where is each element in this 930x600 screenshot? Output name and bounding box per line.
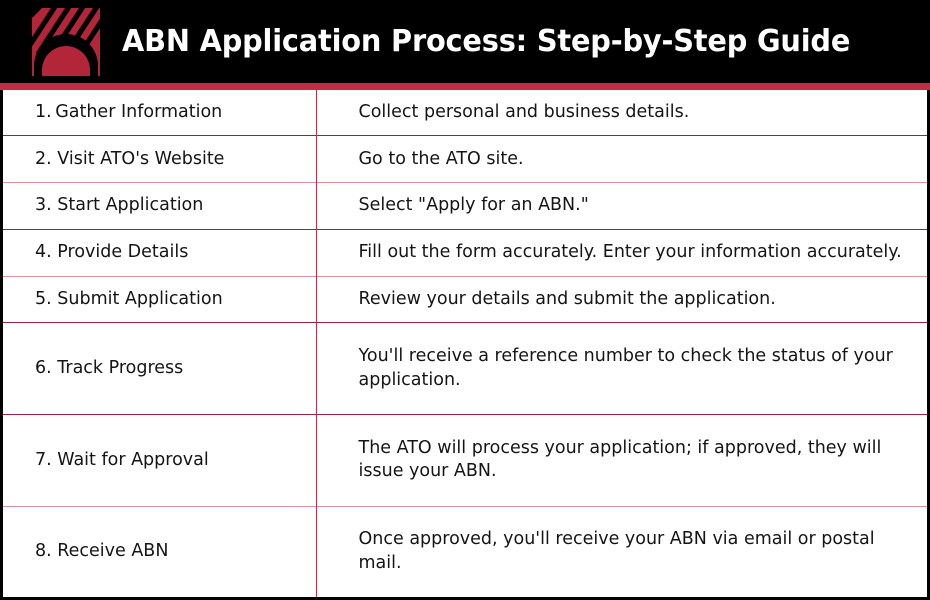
- step-description-cell: Review your details and submit the appli…: [316, 275, 927, 323]
- step-name-cell: 7. Wait for Approval: [3, 414, 317, 507]
- step-description-cell: Go to the ATO site.: [316, 135, 927, 183]
- step-description-cell: Select "Apply for an ABN.": [316, 182, 927, 230]
- step-name-cell: 2. Visit ATO's Website: [3, 135, 317, 183]
- step-description-cell: Once approved, you'll receive your ABN v…: [316, 505, 927, 597]
- step-name-cell: 6. Track Progress: [3, 322, 317, 415]
- step-name-cell: 3. Start Application: [3, 182, 317, 230]
- steps-table: 1. Gather Information Collect personal a…: [3, 90, 927, 597]
- step-name-cell: 5. Submit Application: [3, 275, 317, 323]
- table-row: 7. Wait for Approval The ATO will proces…: [3, 414, 927, 507]
- step-name-cell: 4. Provide Details: [3, 228, 317, 277]
- table-row: 6. Track Progress You'll receive a refer…: [3, 322, 927, 415]
- page-header: ABN Application Process: Step-by-Step Gu…: [0, 0, 930, 83]
- table-row: 1. Gather Information Collect personal a…: [3, 90, 927, 136]
- striped-arch-logo: [32, 7, 100, 76]
- step-name-cell: 1. Gather Information: [3, 90, 317, 136]
- table-row: 3. Start Application Select "Apply for a…: [3, 182, 927, 230]
- steps-table-body: 1. Gather Information Collect personal a…: [3, 90, 927, 597]
- table-row: 5. Submit Application Review your detail…: [3, 275, 927, 323]
- step-name-cell: 8. Receive ABN: [3, 505, 317, 597]
- page-title: ABN Application Process: Step-by-Step Gu…: [122, 23, 851, 59]
- step-description-cell: You'll receive a reference number to che…: [316, 322, 927, 415]
- steps-table-container: 1. Gather Information Collect personal a…: [0, 90, 930, 600]
- table-row: 8. Receive ABN Once approved, you'll rec…: [3, 505, 927, 597]
- step-description-cell: The ATO will process your application; i…: [316, 414, 927, 507]
- table-row: 2. Visit ATO's Website Go to the ATO sit…: [3, 135, 927, 183]
- table-row: 4. Provide Details Fill out the form acc…: [3, 228, 927, 277]
- step-description-cell: Collect personal and business details.: [316, 90, 927, 136]
- header-accent-rule: [0, 83, 930, 90]
- step-description-cell: Fill out the form accurately. Enter your…: [316, 228, 927, 277]
